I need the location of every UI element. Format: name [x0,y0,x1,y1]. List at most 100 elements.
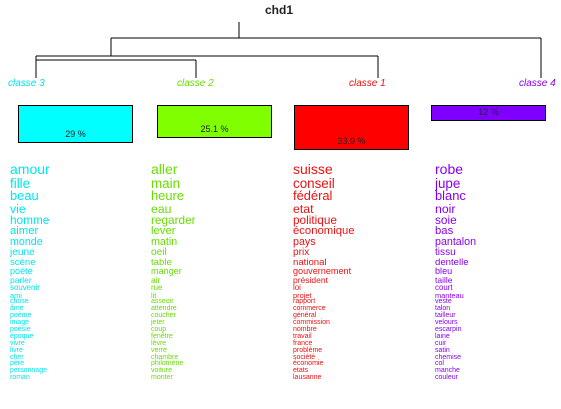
class-word: nombre [293,325,317,333]
class-word: monter [151,374,173,382]
class-word: matin [151,236,178,249]
class-word: rue [151,283,163,293]
class-word: président [293,274,328,285]
class-word: col [435,360,444,368]
class-2-percent-bar [157,105,272,138]
class-3-percent-label: 29 % [65,129,86,139]
class-word: oeil [151,246,167,258]
class-word: tailleur [435,312,456,320]
class-word: etat [293,201,314,216]
class-word: aimer [10,225,39,238]
class-4-percent-label: 12 % [478,107,499,117]
class-word: souvenir [10,283,40,293]
class-word: parler [10,274,32,285]
class-word: national [293,256,327,268]
class-word: asseoir [151,298,174,306]
class-word: rapport [293,298,316,306]
class-word: jeter [151,319,165,327]
class-label-1: classe 1 [349,78,386,89]
dendrogram-branch-classes-3-2 [35,59,197,78]
class-word: époque [10,332,34,340]
class-word: taille [435,274,453,285]
class-word: pantalon [435,236,477,249]
dendrogram-branch-classes-3-2-1 [35,55,379,78]
class-word: prix [293,246,310,258]
class-word: manger [151,266,182,276]
class-word: fenêtre [151,332,173,340]
class-word: roman [10,374,30,382]
class-word: couleur [435,374,458,382]
class-word: monde [10,236,43,249]
class-word: société [293,353,316,361]
class-word: tissu [435,246,456,258]
class-label-4: classe 4 [519,78,556,89]
class-word: velours [435,319,458,327]
class-word: court [435,283,453,293]
class-word: économie [293,360,324,368]
class-word: bleu [435,266,453,276]
class-word: attendre [151,305,177,313]
class-word: escarpin [435,325,462,333]
class-word: chemise [435,353,462,361]
class-4-percent-bar [431,105,546,121]
class-word: jupe [435,175,461,191]
class-word: personnage [10,367,47,375]
class-word: aller [151,163,178,177]
class-word: cuir [435,339,447,347]
class-word: noir [435,201,456,216]
class-word: heure [151,187,184,203]
class-3-percent-bar [18,105,133,143]
class-word: suisse [293,163,333,177]
class-word: blanc [435,187,466,203]
class-word: regarder [151,212,196,227]
class-word: france [293,339,313,347]
class-word: satin [435,346,450,354]
class-word: soie [435,212,457,227]
class-word: politique [293,212,337,227]
class-word: chose [10,298,29,306]
class-word: général [293,312,317,320]
class-word: homme [10,212,50,227]
class-word: coup [151,325,167,333]
class-word: vie [10,201,26,216]
class-word: poème [10,312,32,320]
class-word: loi [293,283,301,293]
class-word: problème [293,346,323,354]
class-word: etats [293,367,309,375]
dendrogram-root-link [110,22,542,78]
class-word: ami [10,291,22,300]
class-word: vivre [10,339,25,347]
class-1-percent-label: 33.9 % [337,136,366,146]
class-word: père [10,360,25,368]
class-label-3: classe 3 [8,78,45,89]
class-word: commission [293,319,330,327]
class-word: poète [10,266,33,276]
class-word: âme [10,305,24,313]
class-word: cher [10,353,24,361]
class-word: commerce [293,305,326,313]
class-word: livre [10,346,23,354]
class-word: manteau [435,291,464,300]
class-word: beau [10,187,39,203]
class-word: amour [10,163,50,177]
chart-title: chd1 [264,3,293,17]
class-word: lit [151,291,157,300]
class-word: projet [293,291,312,300]
class-word: talon [435,305,451,313]
class-word: table [151,256,172,268]
class-2-percent-label: 25.1 % [200,124,229,134]
class-word: chambre [151,353,179,361]
class-word: eau [151,201,172,216]
class-word: conseil [293,175,335,191]
class-word: philomène [151,360,184,368]
class-word: voiture [151,367,173,375]
class-word: robe [435,163,464,177]
class-word: dentelle [435,256,469,268]
class-word: économique [293,225,355,238]
class-word: coucher [151,312,176,320]
class-word: air [151,274,161,285]
class-word: lever [151,225,176,238]
